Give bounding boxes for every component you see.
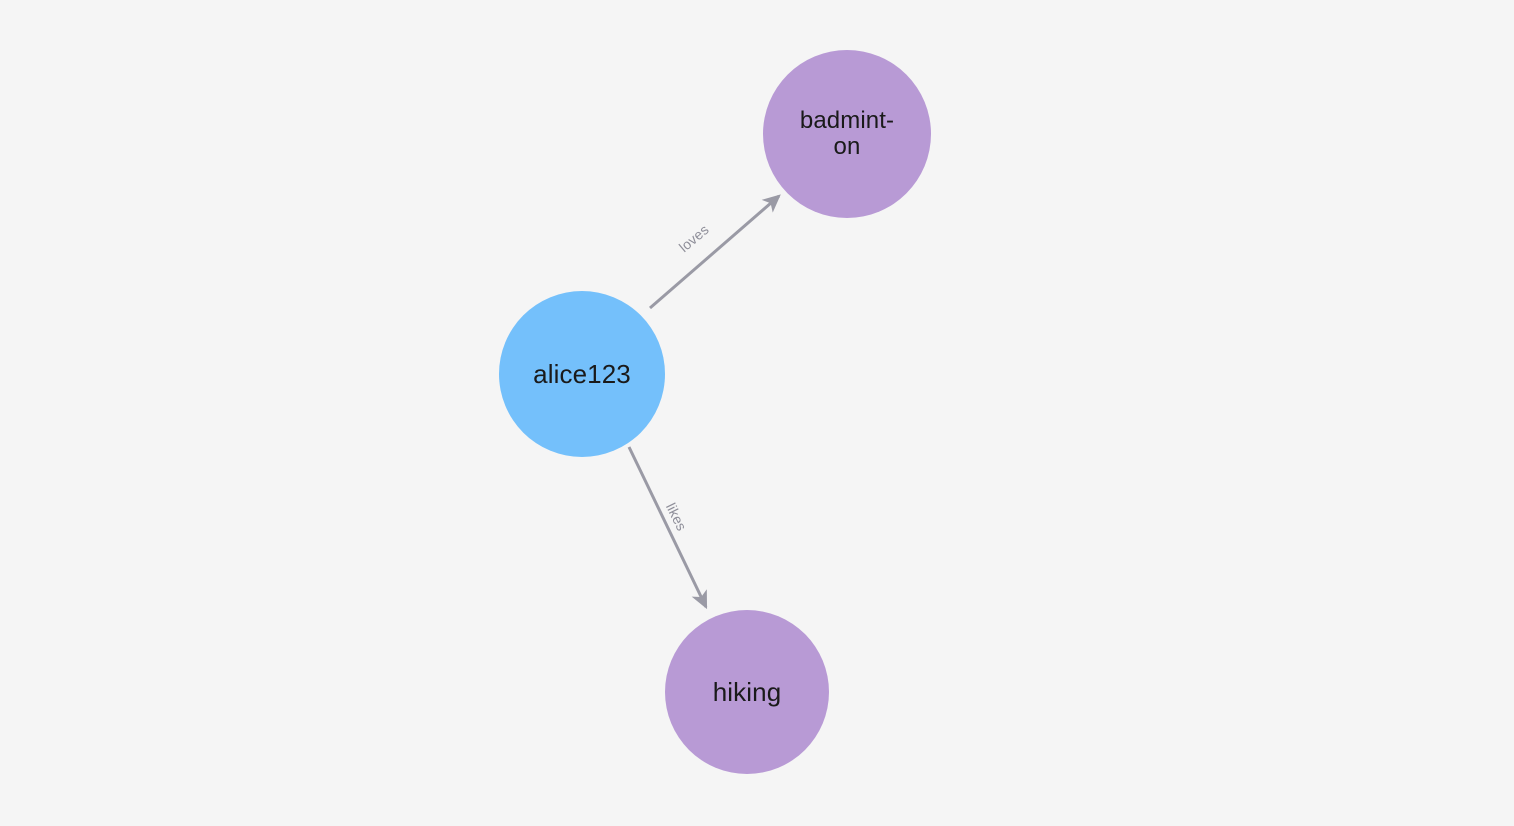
graph-node-hiking[interactable]: hiking bbox=[665, 610, 829, 774]
graph-node-alice123[interactable]: alice123 bbox=[499, 291, 665, 457]
edge-alice123-likes-hiking[interactable]: likes bbox=[627, 446, 708, 610]
edge-alice123-loves-badminton[interactable]: loves bbox=[649, 194, 781, 310]
edge-label-loves: loves bbox=[676, 221, 712, 255]
node-label-badminton: badmint- on bbox=[799, 107, 895, 160]
node-label-alice123: alice123 bbox=[533, 358, 631, 389]
node-label-hiking: hiking bbox=[712, 676, 782, 707]
edge-line-likes bbox=[627, 446, 708, 610]
edge-line-loves bbox=[649, 194, 781, 310]
graph-node-badminton[interactable]: badmint- on bbox=[763, 50, 931, 218]
